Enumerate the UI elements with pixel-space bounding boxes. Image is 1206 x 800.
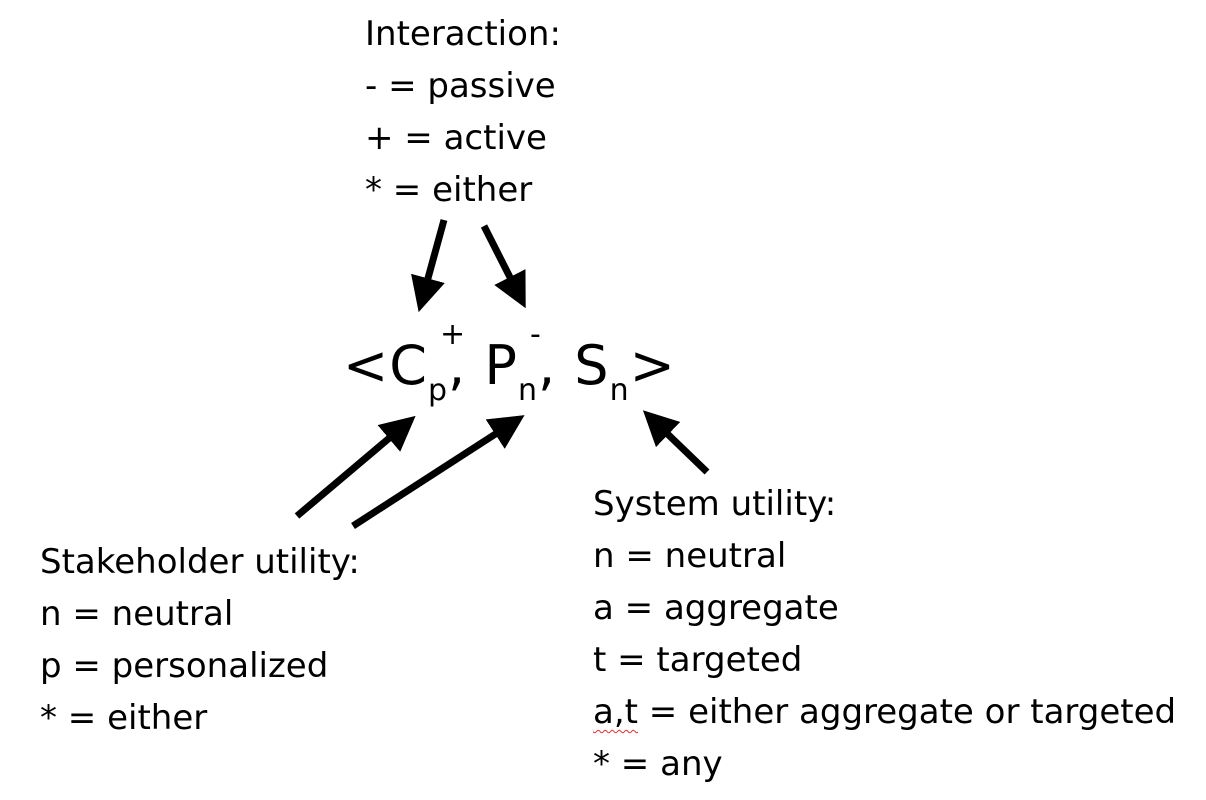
stakeholder-personalized: p = personalized: [40, 646, 329, 686]
notation-symbol-p: P: [484, 334, 518, 397]
system-aggregate: a = aggregate: [593, 588, 839, 628]
stakeholder-utility-title: Stakeholder utility:: [40, 542, 360, 582]
system-aggregate-or-targeted-rest: = either aggregate or targeted: [637, 692, 1177, 732]
system-aggregate-or-targeted: a,t = either aggregate or targeted: [593, 686, 1176, 738]
notation-separator-1: ,: [448, 334, 467, 397]
notation-term-system: Sn: [574, 326, 629, 406]
system-any: * = any: [593, 744, 723, 784]
stakeholder-utility-legend: Stakeholder utility: n = neutral p = per…: [40, 536, 360, 744]
spellcheck-flagged-text: a,t: [593, 692, 638, 732]
interaction-either: * = either: [365, 170, 533, 210]
interaction-passive: - = passive: [365, 66, 556, 106]
notation-utility-c: p: [427, 373, 449, 408]
notation-interaction-p: -: [529, 317, 542, 352]
interaction-title: Interaction:: [365, 14, 561, 54]
notation-tuple: <C+p, P-n, Sn>: [343, 320, 676, 408]
notation-symbol-s: S: [574, 334, 610, 397]
notation-term-provider: P- n: [484, 320, 540, 408]
arrow-stakeholder-to-c: [294, 415, 416, 519]
interaction-active: + = active: [365, 118, 547, 158]
notation-open-bracket: <: [343, 334, 390, 397]
notation-separator-2: ,: [537, 334, 557, 397]
stakeholder-neutral: n = neutral: [40, 594, 234, 634]
system-neutral: n = neutral: [593, 536, 787, 576]
notation-symbol-c: C: [389, 334, 428, 397]
notation-utility-s: n: [609, 373, 630, 408]
system-utility-title: System utility:: [593, 484, 837, 524]
system-utility-legend: System utility: n = neutral a = aggregat…: [593, 478, 1176, 790]
stakeholder-either: * = either: [40, 698, 208, 738]
arrow-system-utility-to-s: [642, 410, 710, 475]
notation-utility-p: n: [517, 373, 538, 408]
notation-close-bracket: >: [629, 334, 676, 397]
arrow-interaction-to-p: [480, 224, 526, 309]
system-targeted: t = targeted: [593, 640, 803, 680]
arrow-stakeholder-to-p: [351, 415, 525, 529]
arrow-interaction-to-c: [411, 219, 448, 313]
interaction-legend: Interaction: - = passive + = active * = …: [365, 8, 561, 216]
notation-interaction-c: +: [440, 317, 467, 352]
notation-term-consumer: C + p: [389, 320, 465, 408]
